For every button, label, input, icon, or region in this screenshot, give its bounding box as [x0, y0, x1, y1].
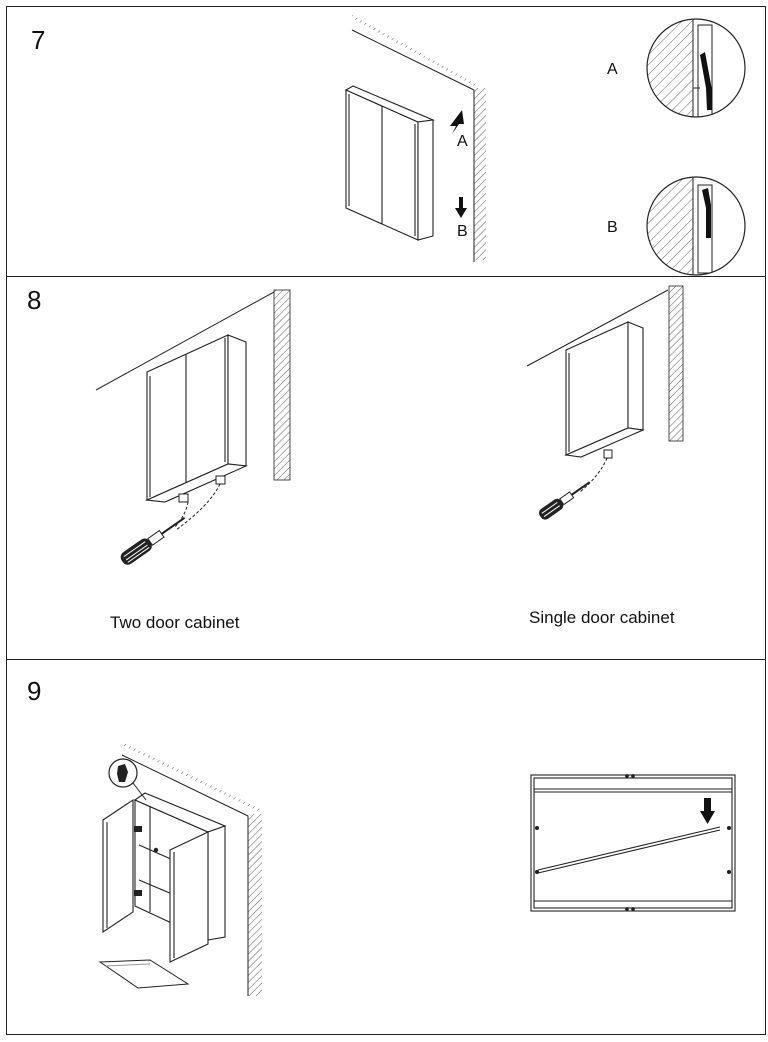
step-number: 7 [31, 25, 46, 55]
detail-label-b: B [607, 219, 618, 236]
two-door-wall [95, 289, 291, 481]
glass-shelf [98, 959, 190, 989]
front-view [530, 774, 736, 912]
two-door-brackets [173, 475, 226, 531]
step-number: 8 [27, 285, 42, 315]
detail-label-a: A [607, 61, 618, 78]
hinge-icons [134, 826, 159, 896]
step-9-panel: 9 [6, 659, 766, 1035]
callout-label-a: A [457, 133, 468, 150]
down-arrow-icon [700, 798, 715, 824]
single-door-cabinet [563, 321, 646, 458]
step9-cabinet [102, 792, 227, 963]
magnified-hinge [108, 758, 147, 801]
caption-single-door: Single door cabinet [529, 608, 675, 627]
two-door-cabinet [144, 334, 249, 503]
step7-cabinet [344, 85, 436, 241]
screwdriver-icon [120, 516, 186, 565]
single-door-bracket [579, 449, 613, 493]
single-door-wall [526, 285, 684, 442]
screwdriver-icon [539, 481, 591, 520]
step-number: 9 [27, 676, 42, 706]
step9-wall [121, 742, 262, 996]
callout-label-b: B [457, 223, 468, 240]
detail-a [646, 18, 746, 118]
step7-callout-arrows [450, 110, 467, 218]
detail-b [646, 176, 746, 276]
caption-two-door: Two door cabinet [110, 613, 240, 632]
step7-wall [351, 15, 486, 262]
